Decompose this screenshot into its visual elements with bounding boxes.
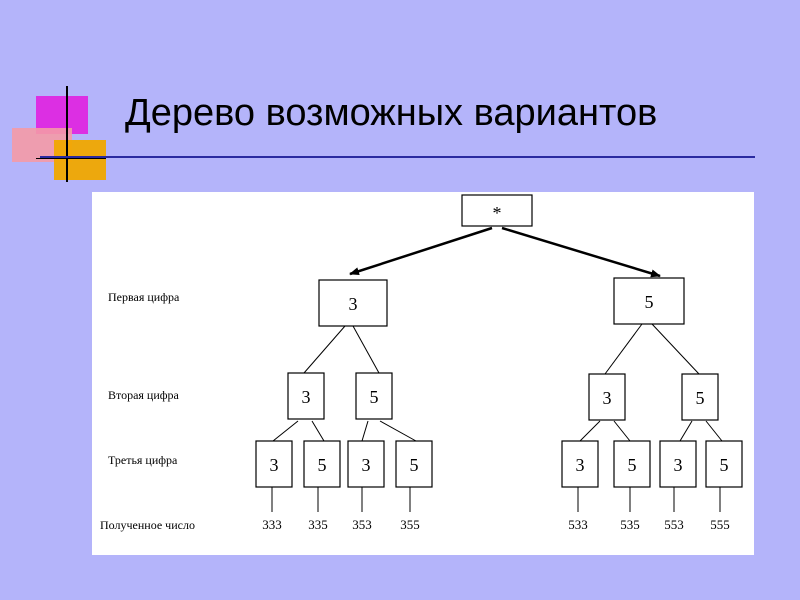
second-digit-label: 5 [696, 388, 705, 408]
edge [303, 325, 346, 374]
edge [579, 420, 601, 442]
second-digit-label: 3 [302, 387, 311, 407]
root-node [461, 194, 533, 227]
edge [272, 420, 299, 442]
third-digit-node [303, 440, 341, 488]
third-digit-node [705, 440, 743, 488]
second-digit-node [681, 373, 719, 421]
third-digit-label: 3 [270, 455, 279, 475]
tree-diagram-panel: Первая цифра Вторая цифра Третья цифра П… [92, 192, 754, 555]
third-digit-label: 5 [318, 455, 327, 475]
decor-vertical-line [66, 86, 68, 182]
third-digit-node [613, 440, 651, 488]
level-label-third-digit: Третья цифра [108, 453, 178, 467]
level-label-result: Полученное число [100, 518, 195, 532]
third-digit-node [561, 440, 599, 488]
result-number: 533 [568, 517, 588, 532]
third-digit-label: 3 [674, 455, 683, 475]
edge [604, 323, 643, 375]
result-number: 333 [262, 517, 282, 532]
first-digit-node-5 [613, 277, 685, 325]
edge [651, 323, 700, 375]
arrow-root-to-3 [349, 226, 493, 276]
decor-orange-square [54, 140, 106, 180]
result-number: 335 [308, 517, 328, 532]
second-digit-node [287, 372, 325, 420]
level-label-second-digit: Вторая цифра [108, 388, 180, 402]
title-underline [40, 156, 755, 158]
result-number: 553 [664, 517, 684, 532]
third-digit-node [395, 440, 433, 488]
edge [679, 420, 693, 442]
result-number: 535 [620, 517, 640, 532]
decor-horizontal-line [36, 158, 106, 159]
third-digit-label: 5 [720, 455, 729, 475]
first-digit-node-3 [318, 279, 388, 327]
result-number: 353 [352, 517, 372, 532]
decor-magenta-square [36, 96, 88, 134]
third-digit-node [347, 440, 385, 488]
level-label-first-digit: Первая цифра [108, 290, 180, 304]
third-digit-label: 3 [576, 455, 585, 475]
edge [311, 420, 325, 442]
third-digit-label: 3 [362, 455, 371, 475]
result-number: 355 [400, 517, 420, 532]
edge [705, 420, 723, 442]
tree-diagram: Первая цифра Вторая цифра Третья цифра П… [100, 194, 743, 532]
slide-title: Дерево возможных вариантов [125, 92, 658, 134]
third-digit-label: 5 [410, 455, 419, 475]
third-digit-node [659, 440, 697, 488]
arrow-root-to-5 [501, 226, 661, 278]
second-digit-label: 3 [603, 388, 612, 408]
second-digit-label: 5 [370, 387, 379, 407]
third-digit-node [255, 440, 293, 488]
first-digit-label-5: 5 [645, 292, 654, 312]
third-digit-label: 5 [628, 455, 637, 475]
edge [361, 420, 369, 442]
edge [352, 325, 380, 374]
result-number: 555 [710, 517, 730, 532]
second-digit-node [355, 372, 393, 420]
edge [379, 420, 417, 442]
second-digit-node [588, 373, 626, 421]
edge [613, 420, 631, 442]
root-node-label: * [493, 203, 502, 223]
first-digit-label-3: 3 [349, 294, 358, 314]
